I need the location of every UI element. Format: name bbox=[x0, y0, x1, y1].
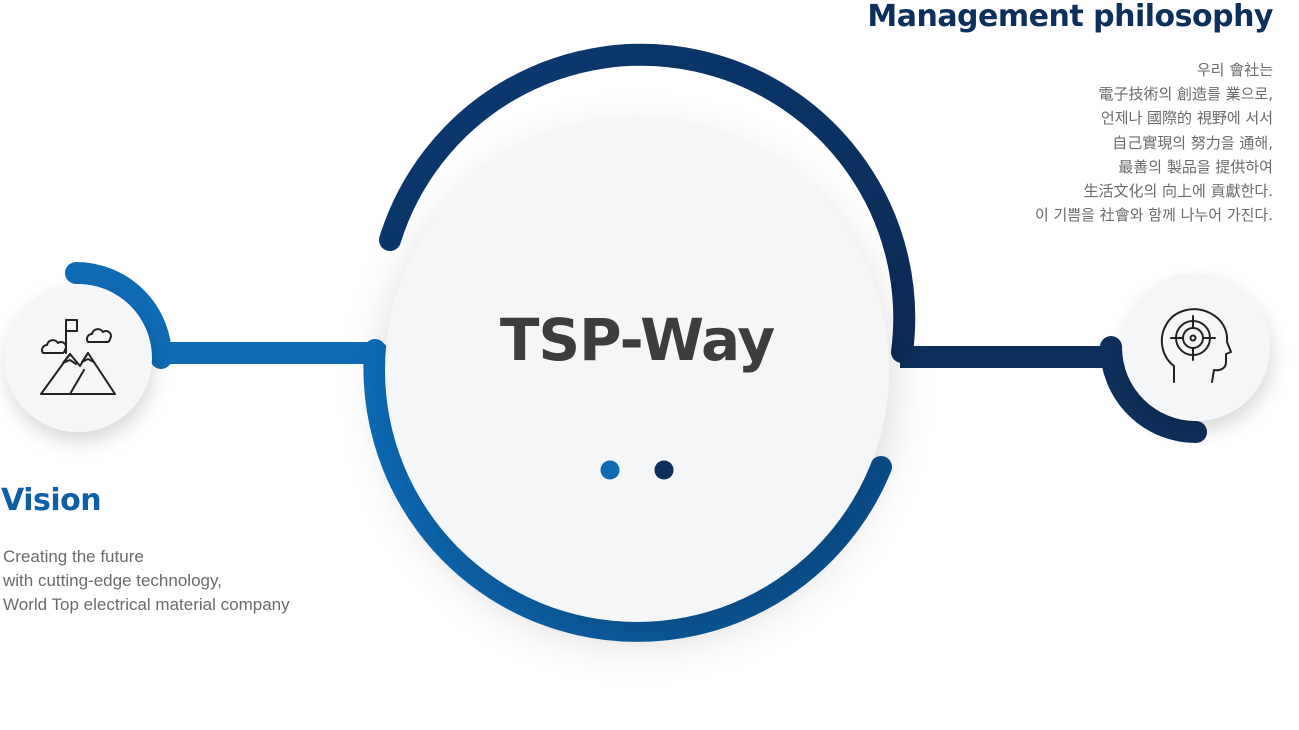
left-connector-arc bbox=[65, 262, 172, 369]
management-line: 生活文化의 向上에 貢獻한다. bbox=[1083, 182, 1273, 201]
management-line: 이 기쁨을 社會와 함께 나누어 가진다. bbox=[1034, 206, 1273, 225]
bottom-ring-arc bbox=[363, 339, 892, 642]
management-line: 우리 會社는 bbox=[1196, 61, 1273, 79]
management-philosophy-text: 우리 會社는 電子技術의 創造를 業으로, 언제나 國際的 視野에 서서 自己實… bbox=[1035, 58, 1273, 227]
center-circle bbox=[385, 118, 889, 622]
center-title: TSP-Way bbox=[499, 306, 775, 374]
management-line: 最善의 製品을 提供하여 bbox=[1118, 157, 1273, 176]
mountain-flag-icon bbox=[40, 319, 116, 395]
management-line: 電子技術의 創造를 業으로, bbox=[1098, 85, 1273, 104]
top-ring-arc bbox=[379, 43, 916, 363]
management-philosophy-heading: Management philosophy bbox=[867, 0, 1273, 34]
management-line: 언제나 國際的 視野에 서서 bbox=[1100, 109, 1273, 128]
vision-text: Creating the future with cutting-edge te… bbox=[3, 545, 290, 617]
vision-line: with cutting-edge technology, bbox=[3, 571, 222, 590]
vision-heading: Vision bbox=[1, 483, 102, 518]
management-line: 自己實現의 努力을 通해, bbox=[1112, 133, 1273, 152]
vision-icon-circle bbox=[4, 284, 152, 432]
vision-line: Creating the future bbox=[3, 547, 144, 566]
indicator-dot-navy bbox=[654, 460, 674, 480]
head-target-icon bbox=[1160, 308, 1232, 383]
indicator-dot-blue bbox=[600, 460, 620, 480]
vision-line: World Top electrical material company bbox=[3, 595, 290, 614]
